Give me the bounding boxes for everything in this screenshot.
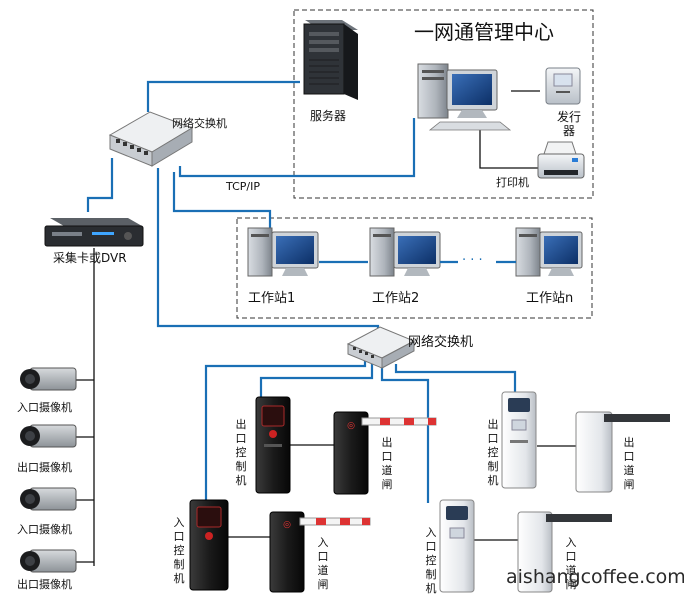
entry-controller-1 [189, 499, 229, 591]
card-issuer-device [545, 67, 581, 105]
local-wiring [76, 90, 576, 566]
printer-device [537, 141, 585, 179]
entry-controller-2 [439, 499, 475, 593]
entry-gate-1: ◎ [269, 511, 371, 593]
workstation-label-n: 工作站n [526, 291, 574, 306]
camera-4 [20, 549, 77, 573]
top-network-switch [108, 111, 194, 167]
printer-label: 打印机 [496, 176, 529, 189]
camera-label-2: 出口摄像机 [17, 461, 72, 474]
issuer-label: 发行器 [556, 110, 581, 138]
link-to-entry-controller-2 [380, 362, 430, 503]
link-to-entry-controller-1 [204, 360, 367, 502]
admin-computer [417, 63, 512, 131]
workstation-n [515, 227, 583, 277]
management-center-title: 一网通管理中心 [414, 20, 554, 44]
workstation-group-boundary [236, 217, 593, 319]
link-switch-to-workstation [178, 118, 416, 178]
server-label: 服务器 [310, 109, 347, 123]
entry-gate-1-label: 入口道闸 [317, 536, 329, 591]
entry-controller-2-label: 入口控制机 [425, 526, 437, 595]
camera-1 [20, 367, 77, 391]
entry-controller-1-label: 入口控制机 [173, 516, 185, 585]
exit-controller-1 [255, 396, 291, 494]
camera-label-1: 入口摄像机 [17, 401, 72, 414]
exit-controller-1-label: 出口控制机 [235, 418, 247, 487]
camera-3 [20, 487, 77, 511]
dvr-recorder [44, 218, 144, 247]
camera-2 [20, 424, 77, 448]
lower-network-switch [346, 326, 416, 369]
exit-gate-2 [575, 411, 670, 493]
exit-gate-1: ◎ [333, 411, 437, 495]
workstation-1 [247, 227, 319, 277]
workstation-2 [369, 227, 441, 277]
link-switch-to-server [146, 80, 300, 112]
camera-label-3: 入口摄像机 [17, 523, 72, 536]
management-center-boundary [293, 9, 594, 199]
svg-text:◎: ◎ [283, 520, 291, 530]
exit-controller-2 [501, 391, 537, 489]
network-links [86, 80, 517, 503]
workstation-ellipsis: · · · [462, 253, 483, 268]
camera-label-4: 出口摄像机 [17, 578, 72, 591]
exit-gate-2-label: 出口道闸 [623, 436, 635, 491]
entry-gate-2-label: 入口道闸 [565, 536, 577, 591]
watermark: aishangcoffee.com [506, 566, 684, 588]
link-switch-to-dvr [86, 158, 114, 212]
dvr-label: 采集卡或DVR [53, 251, 127, 265]
top-switch-label: 网络交换机 [172, 117, 227, 130]
link-switch-to-workstations [172, 172, 272, 230]
svg-text:◎: ◎ [347, 421, 355, 431]
link-to-exit-controller-1 [259, 362, 374, 398]
tcpip-label: TCP/IP [226, 180, 260, 193]
exit-controller-2-label: 出口控制机 [487, 418, 499, 487]
link-to-exit-controller-2 [394, 364, 517, 392]
workstation-label-2: 工作站2 [372, 291, 420, 306]
exit-gate-1-label: 出口道闸 [381, 436, 393, 491]
workstation-label-1: 工作站1 [248, 291, 296, 306]
server-tower [303, 20, 358, 100]
entry-gate-2 [517, 511, 612, 593]
lower-switch-label: 网络交换机 [408, 335, 474, 350]
